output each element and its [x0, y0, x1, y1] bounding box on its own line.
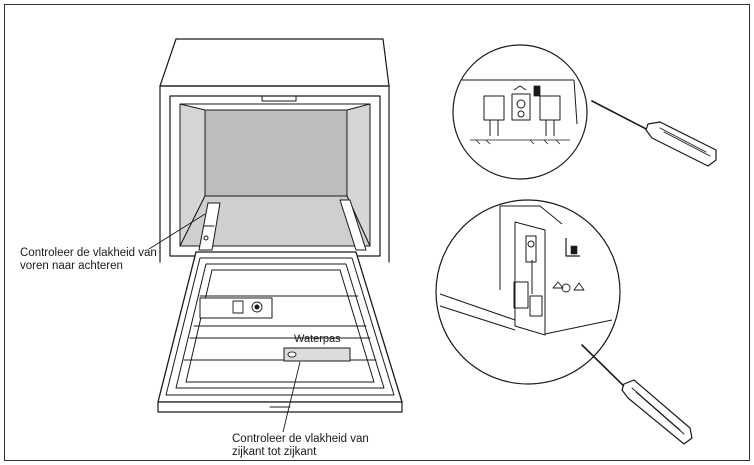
spirit-level-icon — [283, 347, 351, 362]
leader-lines — [148, 213, 301, 433]
dishwasher — [157, 38, 403, 413]
screwdriver-icon — [591, 100, 717, 167]
detail-circle-top — [452, 44, 588, 180]
screwdriver-icon — [581, 344, 693, 445]
label-side-to-side-line2: zijkant tot zijkant — [232, 446, 317, 458]
label-side-to-side: Controleer de vlakheid van zijkant tot z… — [232, 433, 369, 459]
label-side-to-side-line1: Controleer de vlakheid van — [232, 433, 369, 445]
detail-circle-bottom — [435, 199, 621, 385]
label-front-to-back: Controleer de vlakheid van voren naar ac… — [20, 247, 157, 273]
label-front-to-back-line1: Controleer de vlakheid van — [20, 247, 157, 259]
tub-floor — [179, 195, 371, 247]
label-front-to-back-line2: voren naar achteren — [20, 260, 123, 272]
label-spirit-level: Waterpas — [294, 333, 341, 345]
dishwasher-top-panel — [159, 38, 390, 87]
tub-back-wall — [204, 109, 348, 197]
left-side-rail — [198, 202, 221, 251]
